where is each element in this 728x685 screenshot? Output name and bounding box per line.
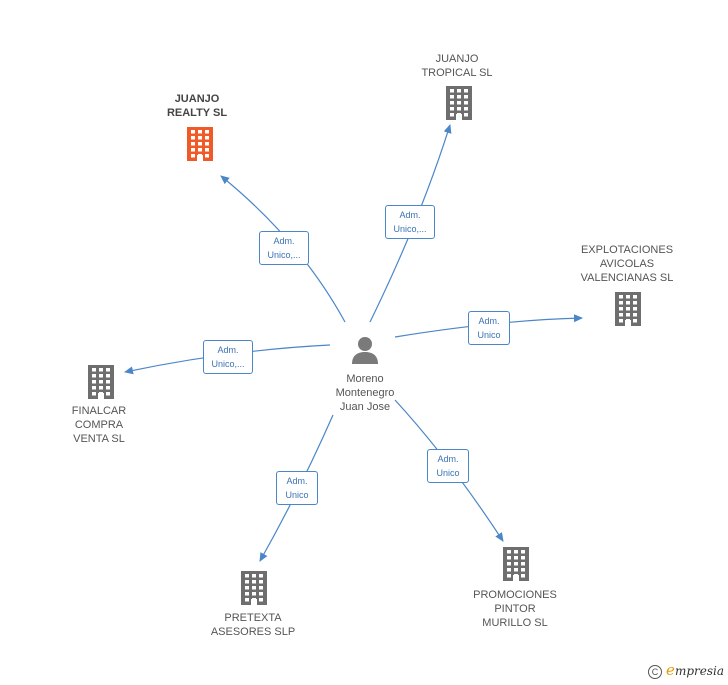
building-icon-pretexta[interactable] (239, 571, 269, 610)
building-icon-explotaciones-avicolas[interactable] (613, 292, 643, 331)
center-person-name[interactable]: Moreno Montenegro Juan Jose (335, 373, 395, 413)
person-icon[interactable] (350, 335, 380, 365)
empresia-logo: empresia (666, 661, 724, 679)
company-label-finalcar[interactable]: FINALCAR COMPRA VENTA SL (71, 405, 127, 445)
company-label-explotaciones-avicolas[interactable]: EXPLOTACIONES AVICOLAS VALENCIANAS SL (580, 244, 674, 284)
company-label-promociones-pintor[interactable]: PROMOCIONES PINTOR MURILLO SL (473, 589, 557, 629)
building-icon-finalcar[interactable] (86, 365, 116, 404)
edge-label-juanjo-tropical: Adm. Unico,... (385, 205, 435, 239)
building-icon-promociones-pintor[interactable] (501, 547, 531, 586)
edge-label-pretexta: Adm. Unico (276, 471, 318, 505)
company-label-pretexta[interactable]: PRETEXTA ASESORES SLP (210, 612, 296, 638)
edge-label-promociones-pintor: Adm. Unico (427, 449, 469, 483)
building-icon-juanjo-realty[interactable] (185, 127, 215, 166)
edge-label-finalcar: Adm. Unico,... (203, 340, 253, 374)
copyright-icon: C (648, 665, 663, 679)
edge-label-juanjo-realty: Adm. Unico,... (259, 231, 309, 265)
company-label-juanjo-realty[interactable]: JUANJO REALTY SL (166, 93, 228, 119)
edge-label-explotaciones-avicolas: Adm. Unico (468, 311, 510, 345)
company-label-juanjo-tropical[interactable]: JUANJO TROPICAL SL (421, 53, 493, 79)
building-icon-juanjo-tropical[interactable] (444, 86, 474, 125)
